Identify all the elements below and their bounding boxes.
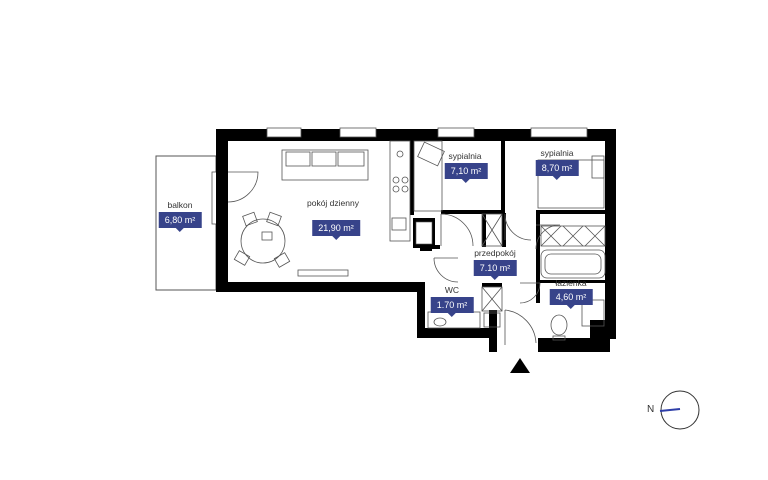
room-label-sypialnia-1: sypialnia — [448, 151, 482, 161]
area-badge-lazienka: 4,60 m² — [549, 289, 593, 309]
area-badge-sypialnia-2: 8,70 m² — [535, 160, 579, 180]
windows — [266, 127, 588, 138]
area-badge-wc: 1.70 m² — [430, 297, 474, 317]
room-label-balkon: balkon — [167, 200, 193, 210]
area-badge-przedpokoj: 7.10 m² — [473, 260, 517, 280]
entrance-arrow — [510, 358, 530, 373]
doors — [227, 171, 561, 345]
area-badge-balkon: 6,80 m² — [158, 212, 202, 232]
compass-north-letter: N — [647, 404, 655, 415]
room-label-sypialnia-2: sypialnia — [540, 148, 574, 158]
compass — [659, 390, 700, 430]
room-label-wc: WC — [444, 285, 460, 295]
exterior-walls — [216, 129, 616, 352]
area-badge-pokoj-dzienny: 21,90 m² — [312, 220, 360, 240]
room-label-przedpokoj: przedpokój — [474, 248, 516, 258]
area-badge-sypialnia-1: 7,10 m² — [444, 163, 488, 183]
room-label-lazienka: łazienka — [555, 278, 587, 288]
room-label-pokoj-dzienny: pokój dzienny — [307, 198, 359, 208]
